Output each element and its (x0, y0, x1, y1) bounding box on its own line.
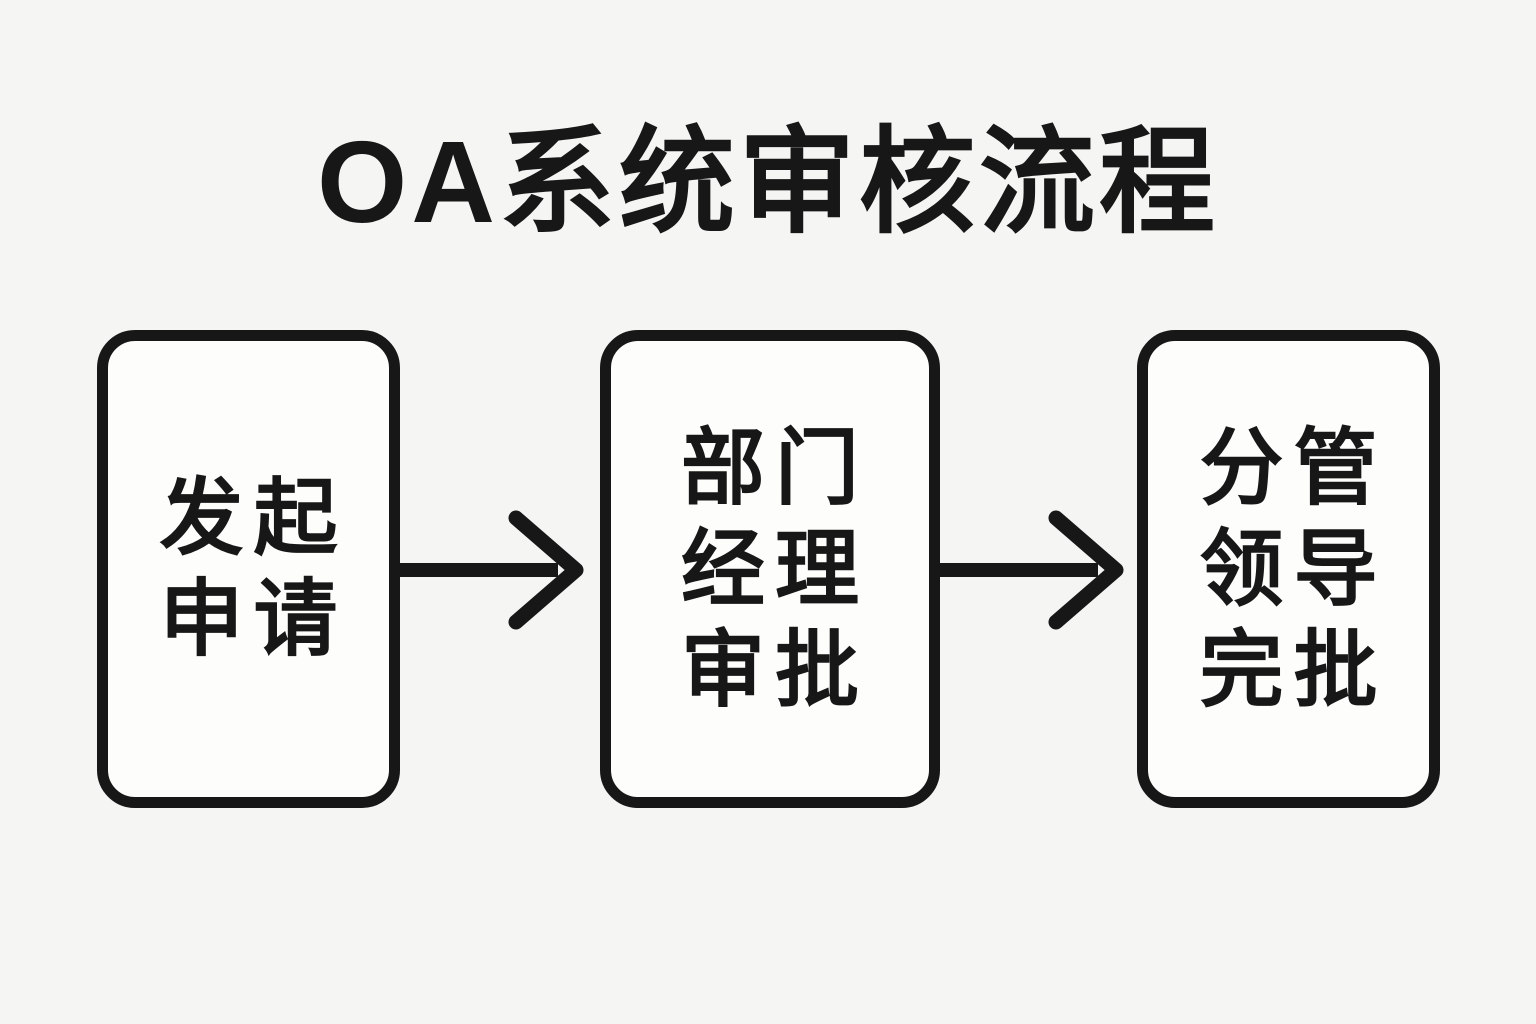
node-label-line: 分管 (1199, 420, 1388, 515)
node-label: 发起 申请 (149, 468, 347, 670)
arrow-right-icon (940, 510, 1124, 630)
node-label-line: 部门 (680, 420, 869, 515)
node-label-line: 发起 (159, 471, 348, 565)
node-label-line: 审批 (680, 622, 869, 717)
node-label-line: 经理 (680, 521, 869, 616)
arrow-right-icon (400, 510, 584, 630)
flow-node-leader-final-approval: 分管 领导 完批 (1137, 330, 1440, 808)
flow-node-dept-manager-approval: 部门 经理 审批 (600, 330, 940, 808)
node-label-line: 完批 (1199, 622, 1388, 717)
flow-node-initiate-request: 发起 申请 (97, 330, 400, 808)
node-label-line: 领导 (1199, 521, 1388, 616)
node-label-line: 申请 (159, 572, 348, 666)
node-label: 分管 领导 完批 (1189, 418, 1387, 721)
diagram-title: OA系统审核流程 (317, 117, 1219, 247)
node-label: 部门 经理 审批 (671, 418, 869, 721)
